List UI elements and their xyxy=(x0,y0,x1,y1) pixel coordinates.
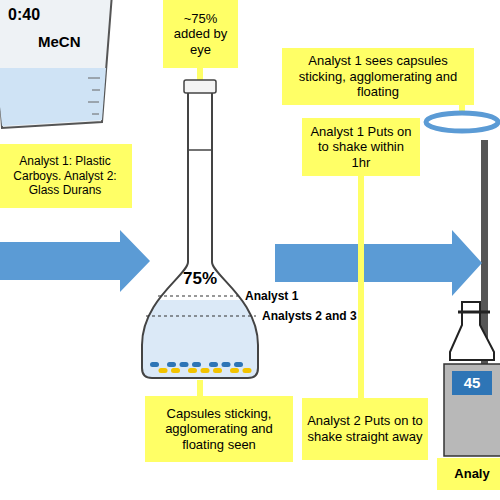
callout-box: Analyst 1 Puts on to shake within 1hr xyxy=(302,118,420,176)
fill-line xyxy=(146,315,256,316)
leader-line xyxy=(197,380,203,396)
fill-line xyxy=(158,295,238,296)
flask-label: Analyst 1 xyxy=(245,290,298,303)
callout-box: Analyst 1: Plastic Carboys. Analyst 2: G… xyxy=(0,144,132,208)
capsule xyxy=(192,362,201,367)
shaker-body xyxy=(444,364,500,456)
shaker-ring xyxy=(426,113,498,131)
callout-box: ~75% added by eye xyxy=(163,0,238,68)
callout-text: Analy xyxy=(454,466,489,482)
capsule xyxy=(234,362,243,367)
callout-box: Analy xyxy=(437,458,500,490)
capsule xyxy=(171,368,180,373)
capsule xyxy=(167,362,176,367)
flask-stopper xyxy=(184,80,216,93)
callout-box: Analyst 1 sees capsules sticking, agglom… xyxy=(282,48,474,105)
capsule xyxy=(159,368,168,373)
callout-box: Analyst 2 Puts on to shake straight away xyxy=(302,398,428,460)
flask-label: MeCN xyxy=(38,34,81,51)
callout-text: Analyst 2 Puts on to shake straight away xyxy=(307,413,423,444)
capsule xyxy=(188,368,197,373)
flask-mark xyxy=(188,149,212,151)
capsules xyxy=(150,362,252,373)
volumetric-flask xyxy=(142,92,258,378)
capsule xyxy=(243,368,252,373)
callout-text: Analyst 1 sees capsules sticking, agglom… xyxy=(287,53,469,100)
leader-connector xyxy=(358,176,364,398)
process-arrow xyxy=(275,230,482,296)
callout-box: Capsules sticking, agglomerating and flo… xyxy=(145,396,293,462)
capsule xyxy=(209,362,218,367)
callout-text: ~75% added by eye xyxy=(168,11,233,58)
beaker xyxy=(0,0,112,128)
shaker-display xyxy=(452,371,492,395)
capsule xyxy=(201,368,210,373)
beaker-liquid xyxy=(0,68,106,126)
beaker-scale xyxy=(88,78,100,114)
capsule xyxy=(150,362,159,367)
callout-text: Analyst 1 Puts on to shake within 1hr xyxy=(307,124,415,171)
flask-label: 75% xyxy=(183,270,217,289)
capsule xyxy=(180,362,189,367)
callout-text: Analyst 1: Plastic Carboys. Analyst 2: G… xyxy=(3,154,127,197)
capsule xyxy=(213,368,222,373)
leader-line xyxy=(197,68,203,80)
flask-label: Analysts 2 and 3 xyxy=(262,310,357,323)
shaker-clamp xyxy=(458,311,490,314)
flask-liquid xyxy=(142,300,258,378)
callout-text: Capsules sticking, agglomerating and flo… xyxy=(150,406,288,453)
capsule xyxy=(222,362,231,367)
flask-label: 0:40 xyxy=(8,6,40,24)
capsule xyxy=(230,368,239,373)
shaker-flask xyxy=(450,302,494,360)
process-arrow xyxy=(0,230,150,292)
flask-label: 45 xyxy=(464,375,481,392)
